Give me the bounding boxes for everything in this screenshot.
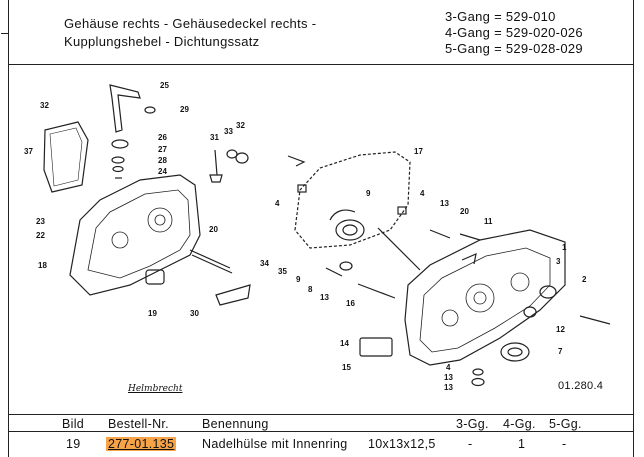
part-label: 23 — [36, 217, 45, 226]
part-label: 34 — [260, 259, 269, 268]
cover-cap-shape — [43, 121, 89, 193]
row-size: 10x13x12,5 — [368, 437, 436, 451]
part-label: 1 — [562, 243, 567, 252]
part-label: 13 — [320, 293, 329, 302]
part-label: 19 — [148, 309, 157, 318]
col-header-bild: Bild — [62, 417, 85, 431]
title-line-2: Kupplungshebel - Dichtungssatz — [64, 34, 260, 49]
part-label: 33 — [224, 127, 233, 136]
row-4-gang: 1 — [518, 437, 526, 451]
part-label: 3 — [556, 257, 561, 266]
row-benennung: Nadelhülse mit Innenring — [202, 437, 348, 451]
gasket-shape — [294, 151, 411, 249]
variant-4-gang: 4-Gang = 529-020-026 — [445, 25, 583, 40]
part-label: 30 — [190, 309, 199, 318]
part-label: 20 — [209, 225, 218, 234]
part-label: 18 — [38, 261, 47, 270]
part-label: 24 — [158, 167, 167, 176]
part-label: 17 — [414, 147, 423, 156]
row-5-gang: - — [562, 437, 567, 451]
col-header-bestell: Bestell-Nr. — [108, 417, 169, 431]
part-label: 2 — [582, 275, 587, 284]
part-label: 35 — [278, 267, 287, 276]
part-label: 22 — [36, 231, 45, 240]
table-header-divider — [8, 431, 634, 432]
part-label: 26 — [158, 133, 167, 142]
part-label: 31 — [210, 133, 219, 142]
part-label: 20 — [460, 207, 469, 216]
highlighted-part-number[interactable]: 277-01.135 — [106, 437, 177, 451]
part-label: 28 — [158, 156, 167, 165]
drawing-number: 01.280.4 — [558, 380, 604, 392]
page-title: Gehäuse rechts - Gehäusedeckel rechts - … — [64, 15, 316, 51]
left-housing-shape — [69, 174, 201, 296]
part-label: 25 — [160, 81, 169, 90]
part-number-labels: 32 37 25 29 26 27 28 24 31 33 32 23 22 1… — [24, 81, 587, 392]
col-header-4-gang: 4-Gg. — [503, 417, 536, 431]
part-label: 27 — [158, 145, 167, 154]
header-divider — [8, 64, 634, 65]
part-label: 13 — [444, 373, 453, 382]
col-header-3-gang: 3-Gg. — [456, 417, 489, 431]
gear-variant-list: 3-Gang = 529-010 4-Gang = 529-020-026 5-… — [445, 9, 583, 57]
row-bestell-nr[interactable]: 277-01.135 — [106, 437, 177, 451]
part-label: 13 — [444, 383, 453, 392]
exploded-view-drawing: 32 37 25 29 26 27 28 24 31 33 32 23 22 1… — [24, 81, 611, 392]
margin-tick — [1, 33, 9, 34]
part-label: 9 — [366, 189, 371, 198]
part-label: 4 — [420, 189, 425, 198]
variant-5-gang: 5-Gang = 529-028-029 — [445, 41, 583, 56]
part-label: 7 — [558, 347, 563, 356]
part-label: 15 — [342, 363, 351, 372]
title-line-1: Gehäuse rechts - Gehäusedeckel rechts - — [64, 16, 317, 31]
table-top-divider — [8, 414, 634, 415]
variant-3-gang: 3-Gang = 529-010 — [445, 9, 556, 24]
part-label: 9 — [296, 275, 301, 284]
part-label: 32 — [40, 101, 49, 110]
row-3-gang: - — [468, 437, 473, 451]
part-label: 29 — [180, 105, 189, 114]
part-label: 16 — [346, 299, 355, 308]
col-header-benennung: Benennung — [202, 417, 269, 431]
drawing-maker-signature: Helmbrecht — [128, 384, 183, 394]
part-label: 13 — [440, 199, 449, 208]
part-label: 14 — [340, 339, 349, 348]
right-housing-shape — [404, 229, 566, 366]
row-bild: 19 — [66, 437, 81, 451]
col-header-5-gang: 5-Gg. — [549, 417, 582, 431]
part-label: 4 — [446, 363, 451, 372]
part-label: 12 — [556, 325, 565, 334]
page-frame — [8, 0, 634, 457]
part-label: 11 — [484, 217, 493, 226]
part-label: 4 — [275, 199, 280, 208]
part-label: 8 — [308, 285, 313, 294]
part-label: 37 — [24, 147, 33, 156]
part-label: 32 — [236, 121, 245, 130]
